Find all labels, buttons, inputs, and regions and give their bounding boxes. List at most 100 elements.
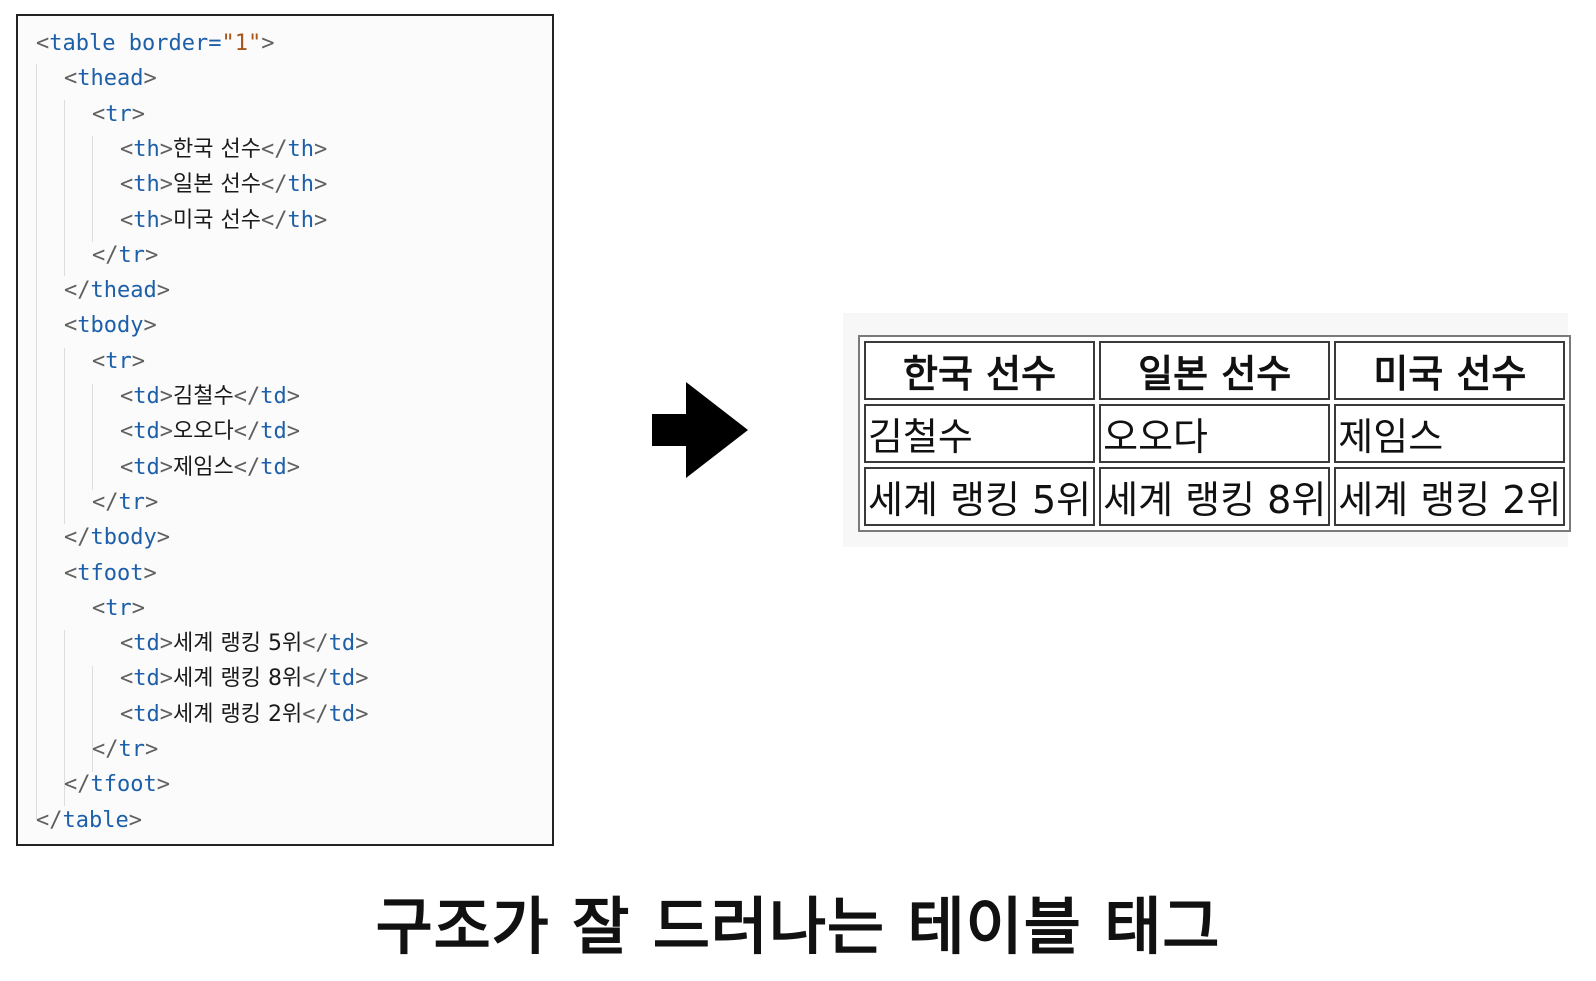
code-string: "1" — [221, 31, 262, 56]
code-tag: td — [133, 701, 160, 727]
code-punct: > — [143, 313, 157, 339]
code-tag: td — [260, 419, 287, 445]
indent-guide — [92, 384, 93, 490]
code-punct: > — [286, 454, 300, 480]
code-line: </thead> — [64, 273, 170, 309]
code-line: <tr> — [92, 344, 145, 380]
foot-cell-usa: 세계 랭킹 2위 — [1334, 467, 1566, 526]
code-punct: > — [159, 172, 173, 198]
table-row: 한국 선수 일본 선수 미국 선수 — [864, 341, 1566, 400]
code-tag: thead — [90, 278, 157, 304]
code-punct: > — [145, 242, 159, 268]
code-punct: < — [92, 348, 106, 374]
code-punct: > — [355, 631, 369, 657]
code-punct: > — [156, 772, 170, 798]
code-punct: </ — [92, 242, 119, 268]
table-row: 세계 랭킹 5위 세계 랭킹 8위 세계 랭킹 2위 — [864, 467, 1566, 526]
code-punct: </ — [260, 136, 288, 162]
code-punct: </ — [302, 701, 329, 727]
code-punct: </ — [233, 419, 261, 445]
indent-guide — [92, 136, 93, 242]
code-line: <tfoot> — [64, 556, 157, 592]
code-tag: td — [260, 454, 287, 480]
code-line: </tfoot> — [64, 767, 170, 803]
code-punct: > — [156, 278, 170, 304]
code-punct: < — [64, 66, 78, 92]
code-punct: > — [143, 66, 157, 92]
code-tag: tfoot — [77, 560, 144, 586]
code-line: </tr> — [92, 238, 158, 274]
code-punct: < — [120, 454, 134, 480]
right-arrow-icon — [652, 382, 748, 478]
code-tag: tbody — [90, 525, 157, 551]
code-punct: > — [131, 595, 145, 621]
code-tag: td — [133, 666, 160, 692]
code-line: <tr> — [92, 591, 145, 627]
code-punct: < — [120, 701, 134, 727]
code-punct: </ — [64, 772, 91, 798]
code-tag: td — [133, 631, 160, 657]
code-line: <tr> — [92, 97, 145, 133]
code-line: <th>미국 선수</th> — [120, 203, 327, 239]
code-line: <td>제임스</td> — [120, 450, 300, 486]
code-punct: </ — [36, 807, 63, 833]
code-line: <td>김철수</td> — [120, 379, 300, 415]
code-attr: border= — [115, 31, 222, 56]
code-panel: <table border="1"><thead><tr><th>한국 선수</… — [16, 14, 554, 846]
code-tag: th — [287, 172, 314, 198]
code-punct: </ — [302, 666, 329, 692]
body-cell-japan: 오오다 — [1099, 404, 1331, 463]
code-punct: > — [286, 384, 300, 409]
code-tag: tr — [118, 737, 146, 762]
foot-cell-japan: 세계 랭킹 8위 — [1099, 467, 1331, 526]
code-text: 세계 랭킹 2위 — [173, 701, 303, 727]
code-line: <tbody> — [64, 308, 157, 344]
table-body: 김철수 오오다 제임스 — [864, 404, 1566, 463]
code-punct: < — [92, 101, 106, 127]
code-tag: th — [287, 207, 314, 233]
code-punct: < — [120, 631, 134, 657]
code-punct: > — [128, 807, 142, 833]
table-head: 한국 선수 일본 선수 미국 선수 — [864, 341, 1566, 400]
table-row: 김철수 오오다 제임스 — [864, 404, 1566, 463]
indent-guide — [64, 100, 65, 276]
code-punct: > — [355, 701, 369, 727]
code-tag: td — [328, 701, 356, 727]
code-line: <td>오오다</td> — [120, 414, 300, 450]
code-tag: td — [328, 631, 356, 657]
code-line: <td>세계 랭킹 2위</td> — [120, 697, 368, 733]
code-punct: > — [156, 525, 170, 551]
code-line: <td>세계 랭킹 8위</td> — [120, 661, 368, 697]
code-punct: < — [120, 384, 134, 409]
code-punct: </ — [64, 525, 91, 551]
code-punct: > — [159, 136, 173, 162]
code-tag: th — [133, 172, 160, 198]
code-tag: tr — [118, 242, 146, 268]
slide-caption: 구조가 잘 드러나는 테이블 태그 — [375, 890, 1221, 963]
code-line: </tr> — [92, 732, 158, 768]
code-text: 오오다 — [173, 419, 234, 445]
code-tag: th — [133, 136, 160, 162]
code-punct: > — [159, 384, 173, 409]
code-tag: tfoot — [90, 772, 157, 798]
code-line: </tbody> — [64, 520, 170, 556]
code-text: 한국 선수 — [173, 136, 261, 162]
indent-guide — [64, 348, 65, 524]
code-punct: > — [159, 701, 173, 727]
code-punct: < — [120, 136, 134, 162]
code-punct: > — [313, 172, 328, 198]
code-tag: td — [260, 384, 287, 409]
code-punct: < — [120, 172, 134, 198]
code-tag: td — [133, 384, 160, 409]
code-tag: tr — [105, 101, 132, 127]
header-cell-korea: 한국 선수 — [864, 341, 1096, 400]
code-tag: th — [133, 207, 160, 233]
code-punct: < — [64, 313, 78, 339]
code-punct: > — [159, 207, 173, 233]
code-tag: table — [62, 807, 129, 833]
code-punct: < — [120, 207, 134, 233]
body-cell-usa: 제임스 — [1334, 404, 1566, 463]
code-tag: td — [328, 666, 356, 692]
code-tag: th — [287, 136, 314, 162]
code-punct: </ — [233, 384, 261, 409]
